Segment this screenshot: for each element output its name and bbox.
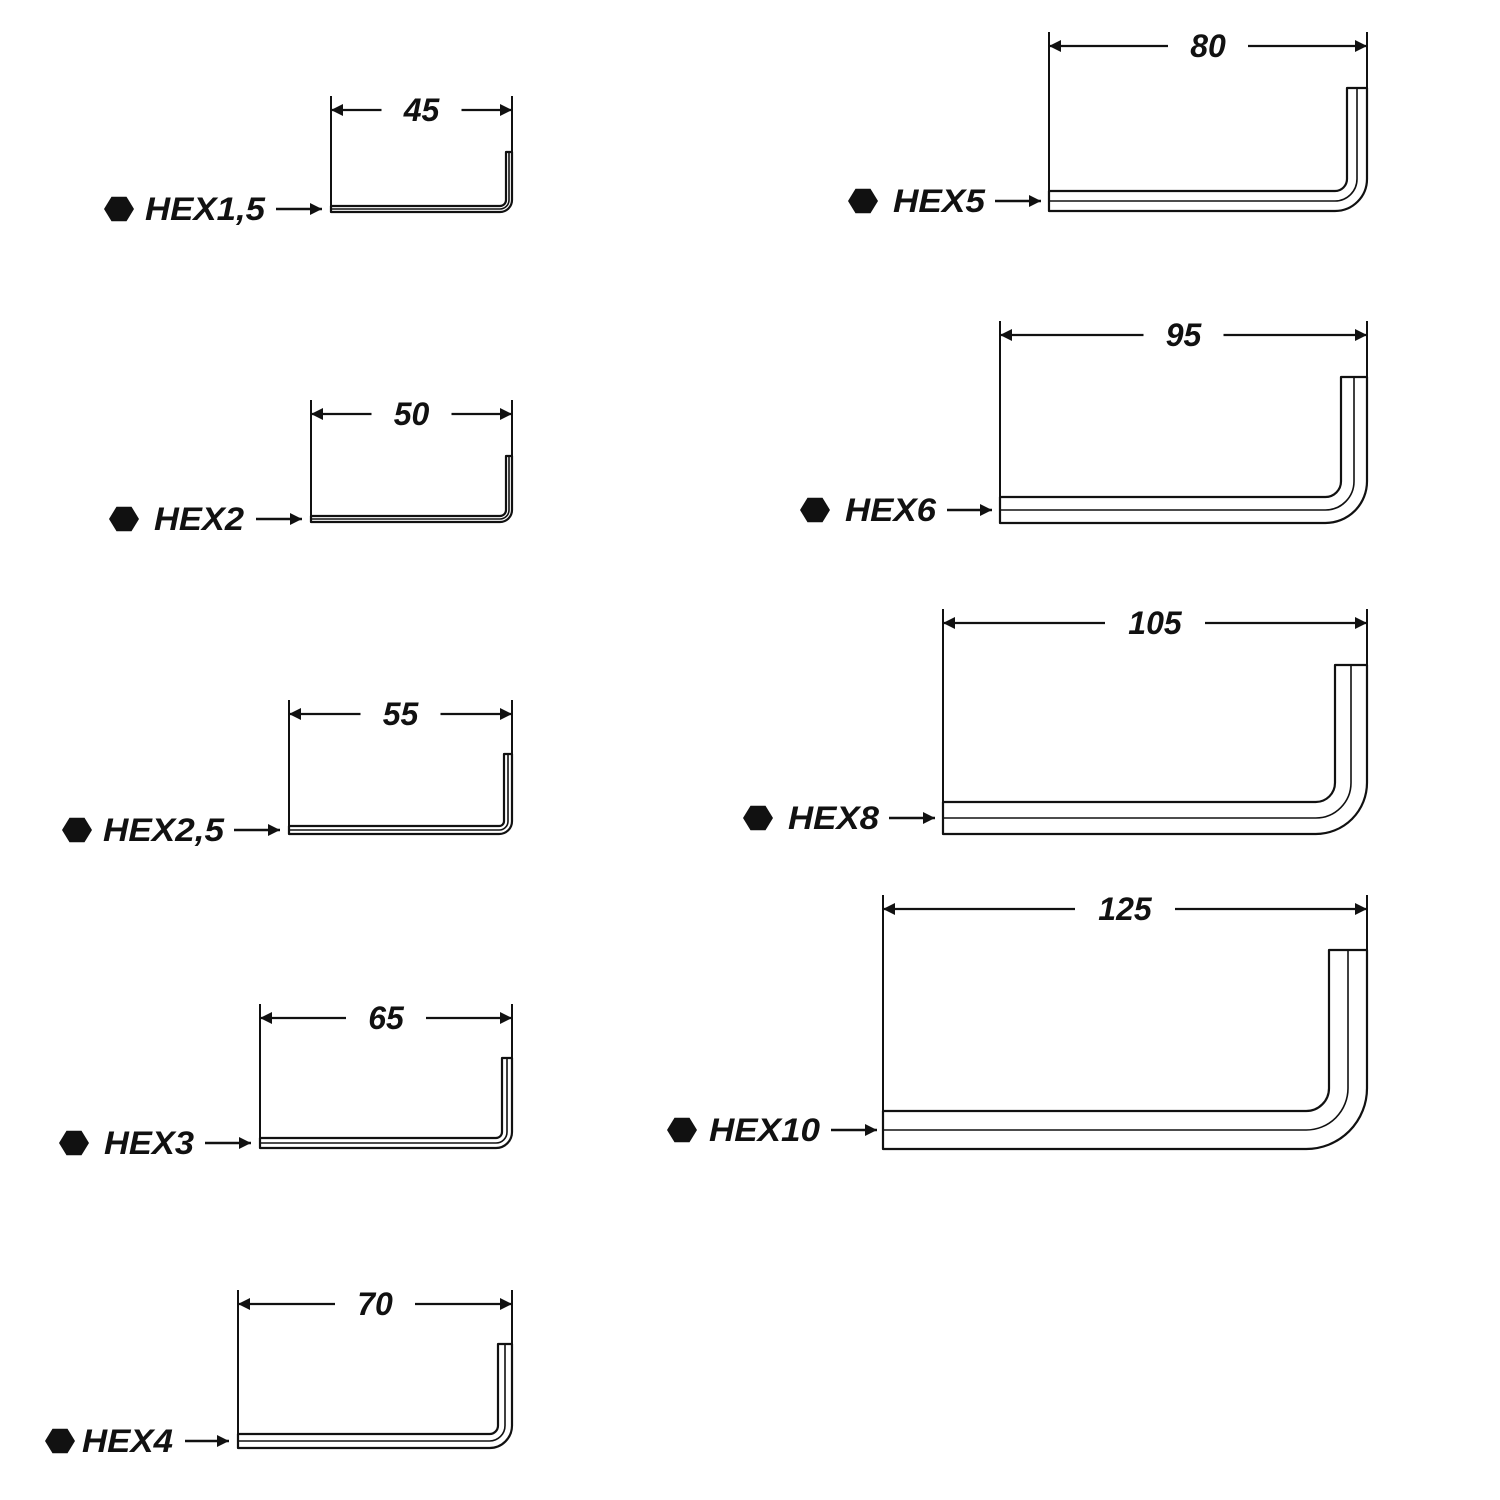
size-label: HEX6 — [845, 492, 936, 528]
size-label: HEX10 — [709, 1112, 820, 1148]
hex-key-body — [941, 663, 1369, 836]
hexagon-icon — [62, 817, 92, 843]
hexagon-icon — [848, 188, 878, 214]
hex-key-facet-line — [311, 456, 510, 520]
hex-key-body — [329, 150, 514, 214]
hex-key-body — [309, 454, 514, 524]
length-dimension-label: 105 — [1128, 605, 1183, 641]
length-dimension-label: 45 — [403, 92, 441, 128]
hex-key-body — [881, 948, 1369, 1151]
length-dimension-label: 125 — [1098, 891, 1153, 927]
hex-key-6: HEX5 80 — [848, 28, 1369, 219]
size-label: HEX4 — [82, 1423, 173, 1459]
hex-key-facet-line — [1049, 88, 1358, 202]
length-dimension-label: 80 — [1190, 28, 1226, 64]
size-label: HEX1,5 — [145, 191, 266, 227]
hex-key-3: HEX2,5 55 — [62, 696, 514, 848]
hex-key-facet-line — [289, 754, 509, 831]
hexagon-icon — [667, 1117, 697, 1143]
length-dimension-label: 65 — [368, 1000, 405, 1036]
hex-key-facet-line — [1000, 377, 1355, 511]
hexagon-icon — [45, 1428, 75, 1454]
hex-key-facet-line — [943, 665, 1352, 819]
hex-key-facet-line — [238, 1344, 506, 1442]
hex-key-7: HEX6 95 — [800, 317, 1369, 528]
size-label: HEX8 — [788, 800, 879, 836]
hex-key-body — [998, 375, 1369, 525]
hex-key-2: HEX2 50 — [109, 396, 514, 537]
hex-key-4: HEX3 65 — [59, 1000, 514, 1161]
size-label: HEX2,5 — [103, 812, 225, 848]
hexagon-icon — [109, 506, 139, 532]
hexagon-icon — [800, 497, 830, 523]
length-dimension-label: 70 — [357, 1286, 393, 1322]
size-label: HEX5 — [893, 183, 986, 219]
hex-key-body — [236, 1342, 514, 1450]
length-dimension-label: 50 — [394, 396, 430, 432]
hexagon-icon — [743, 805, 773, 831]
hex-key-5: HEX4 70 — [45, 1286, 514, 1459]
hex-key-body — [258, 1056, 514, 1150]
hex-key-body — [287, 752, 514, 836]
hexagon-icon — [104, 196, 134, 222]
hex-key-9: HEX10 125 — [667, 891, 1369, 1151]
length-dimension-label: 95 — [1166, 317, 1203, 353]
hex-key-facet-line — [331, 152, 510, 210]
hex-key-facet-line — [260, 1058, 508, 1144]
hex-key-8: HEX8 105 — [743, 605, 1369, 836]
length-dimension-label: 55 — [383, 696, 420, 732]
hexagon-icon — [59, 1130, 89, 1156]
hex-key-body — [1047, 86, 1369, 213]
hex-key-facet-line — [883, 950, 1349, 1131]
size-label: HEX2 — [154, 501, 244, 537]
hex-key-1: HEX1,5 45 — [104, 92, 514, 227]
size-label: HEX3 — [104, 1125, 194, 1161]
